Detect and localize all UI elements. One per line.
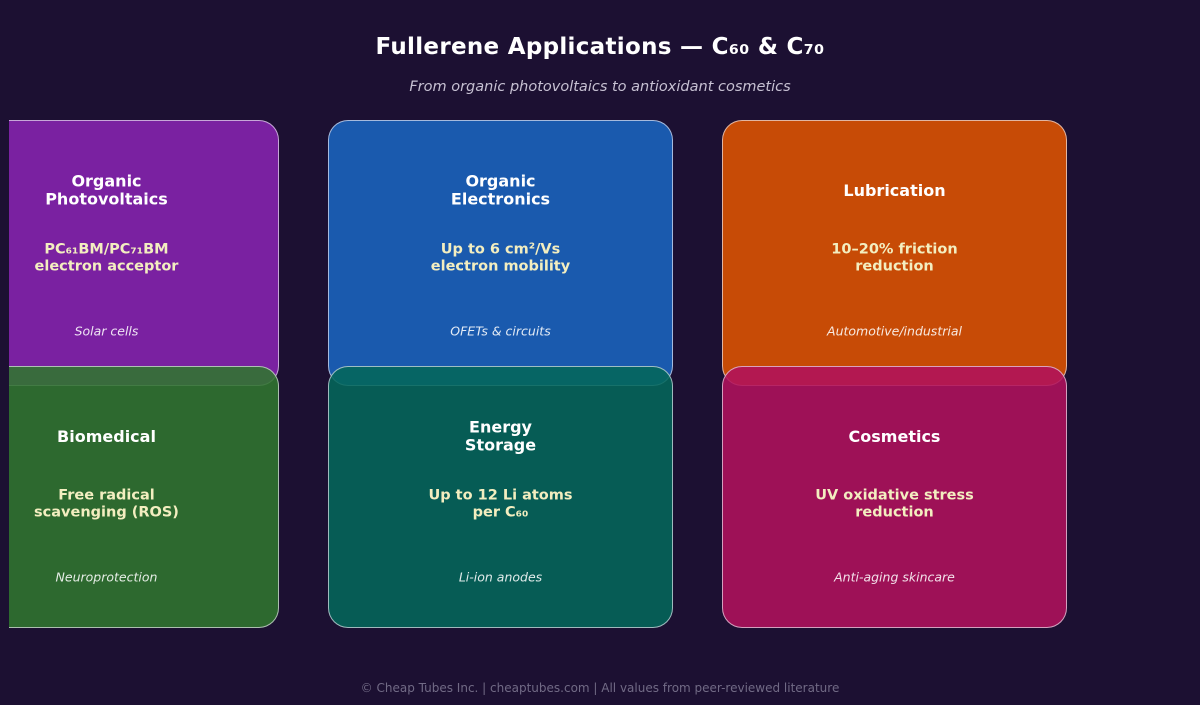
card-biomedical: Biomedical Free radical scavenging (ROS)… (0, 366, 279, 628)
card-title-lubrication: Lubrication (843, 180, 946, 200)
card-note-energy-storage: Li-ion anodes (458, 569, 543, 585)
card-note-biomedical: Neuroprotection (55, 569, 158, 585)
card-title-cosmetics: Cosmetics (848, 426, 941, 446)
card-cosmetics: Cosmetics UV oxidative stress reduction … (722, 366, 1067, 628)
card-highlight-cosmetics: UV oxidative stress reduction (815, 487, 974, 520)
left-clip-edge (0, 0, 9, 705)
card-title-biomedical: Biomedical (57, 426, 156, 446)
card-organic-electronics: Organic Electronics Up to 6 cm²/Vs elect… (328, 120, 673, 386)
page-subtitle: From organic photovoltaics to antioxidan… (409, 79, 791, 95)
card-note-cosmetics: Anti-aging skincare (834, 569, 955, 585)
card-title-organic-photovoltaics: Organic Photovoltaics (45, 171, 168, 209)
footer-text: © Cheap Tubes Inc. | cheaptubes.com | Al… (360, 681, 840, 695)
card-title-energy-storage: Energy Storage (464, 417, 537, 455)
card-lubrication: Lubrication 10–20% friction reduction Au… (722, 120, 1067, 386)
card-note-organic-electronics: OFETs & circuits (450, 323, 551, 339)
card-highlight-energy-storage: Up to 12 Li atoms per C₆₀ (428, 487, 573, 520)
card-highlight-lubrication: 10–20% friction reduction (831, 241, 958, 274)
card-note-lubrication: Automotive/industrial (827, 323, 962, 339)
card-highlight-biomedical: Free radical scavenging (ROS) (34, 487, 179, 520)
card-note-organic-photovoltaics: Solar cells (74, 323, 139, 339)
page-title: Fullerene Applications — C₆₀ & C₇₀ (375, 34, 825, 60)
card-highlight-organic-electronics: Up to 6 cm²/Vs electron mobility (430, 241, 571, 274)
card-energy-storage: Energy Storage Up to 12 Li atoms per C₆₀… (328, 366, 673, 628)
card-highlight-organic-photovoltaics: PC₆₁BM/PC₇₁BM electron acceptor (34, 241, 179, 274)
card-organic-photovoltaics: Organic Photovoltaics PC₆₁BM/PC₇₁BM elec… (0, 120, 279, 386)
card-title-organic-electronics: Organic Electronics (450, 171, 551, 209)
